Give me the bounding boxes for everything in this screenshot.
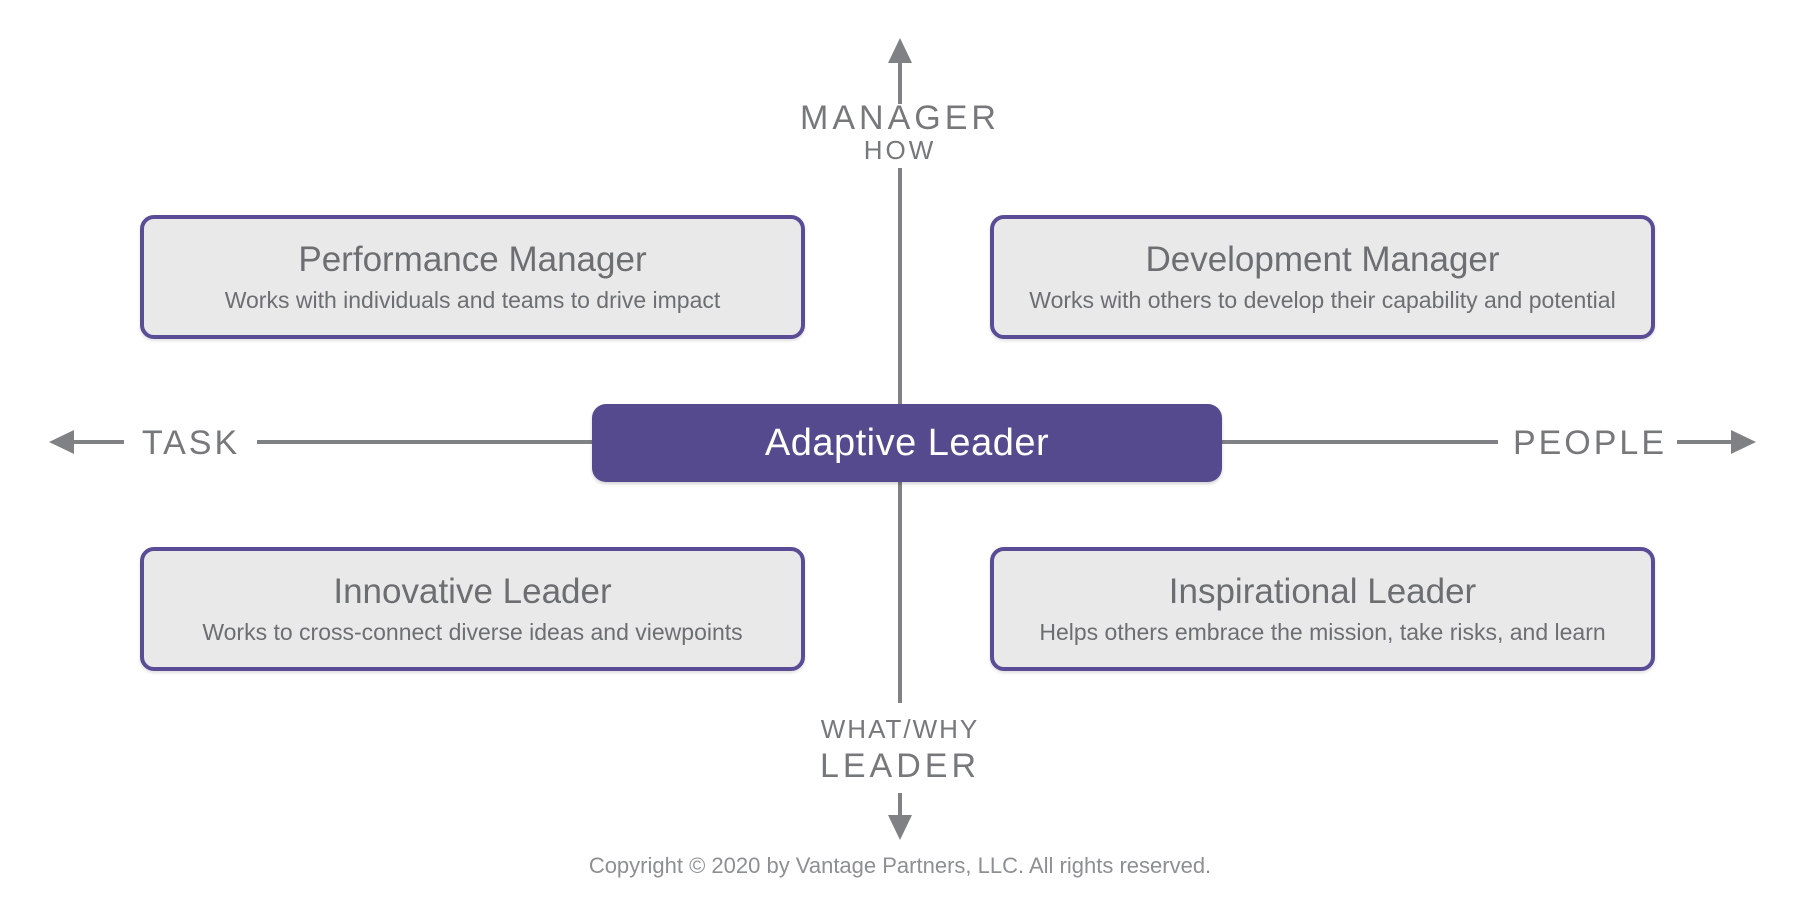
vertical-axis-line — [898, 793, 902, 815]
axis-label-task: TASK — [141, 424, 241, 462]
arrow-left-icon — [49, 430, 74, 454]
quadrant-innovative-leader: Innovative Leader Works to cross-connect… — [140, 547, 805, 671]
quadrant-title: Inspirational Leader — [1168, 572, 1477, 612]
quadrant-description: Works with others to develop their capab… — [1029, 286, 1616, 313]
horizontal-axis-line — [1222, 440, 1498, 444]
axis-label-leader: LEADER — [819, 747, 981, 785]
axis-sublabel-how: HOW — [863, 135, 937, 165]
horizontal-axis-line — [1677, 440, 1732, 444]
horizontal-axis-line — [257, 440, 593, 444]
quadrant-title: Performance Manager — [298, 240, 647, 280]
adaptive-leader-label: Adaptive Leader — [764, 421, 1050, 464]
axis-sublabel-whatwhy: WHAT/WHY — [820, 714, 980, 744]
arrow-up-icon — [888, 38, 912, 63]
quadrant-description: Works with individuals and teams to driv… — [224, 286, 721, 313]
copyright-notice: Copyright © 2020 by Vantage Partners, LL… — [588, 853, 1212, 878]
axis-label-manager: MANAGER — [800, 99, 1000, 137]
quadrant-inspirational-leader: Inspirational Leader Helps others embrac… — [990, 547, 1655, 671]
horizontal-axis-line — [74, 440, 124, 444]
arrow-right-icon — [1731, 430, 1756, 454]
quadrant-performance-manager: Performance Manager Works with individua… — [140, 215, 805, 339]
quadrant-development-manager: Development Manager Works with others to… — [990, 215, 1655, 339]
axis-label-people: PEOPLE — [1512, 424, 1668, 462]
quadrant-description: Helps others embrace the mission, take r… — [1039, 618, 1606, 645]
vertical-axis-line — [898, 62, 902, 104]
vertical-axis-line — [898, 168, 902, 404]
adaptive-leader-box: Adaptive Leader — [592, 404, 1222, 482]
quadrant-description: Works to cross-connect diverse ideas and… — [202, 618, 743, 645]
vertical-axis-line — [898, 482, 902, 703]
arrow-down-icon — [888, 815, 912, 840]
quadrant-title: Innovative Leader — [333, 572, 612, 612]
quadrant-title: Development Manager — [1145, 240, 1500, 280]
